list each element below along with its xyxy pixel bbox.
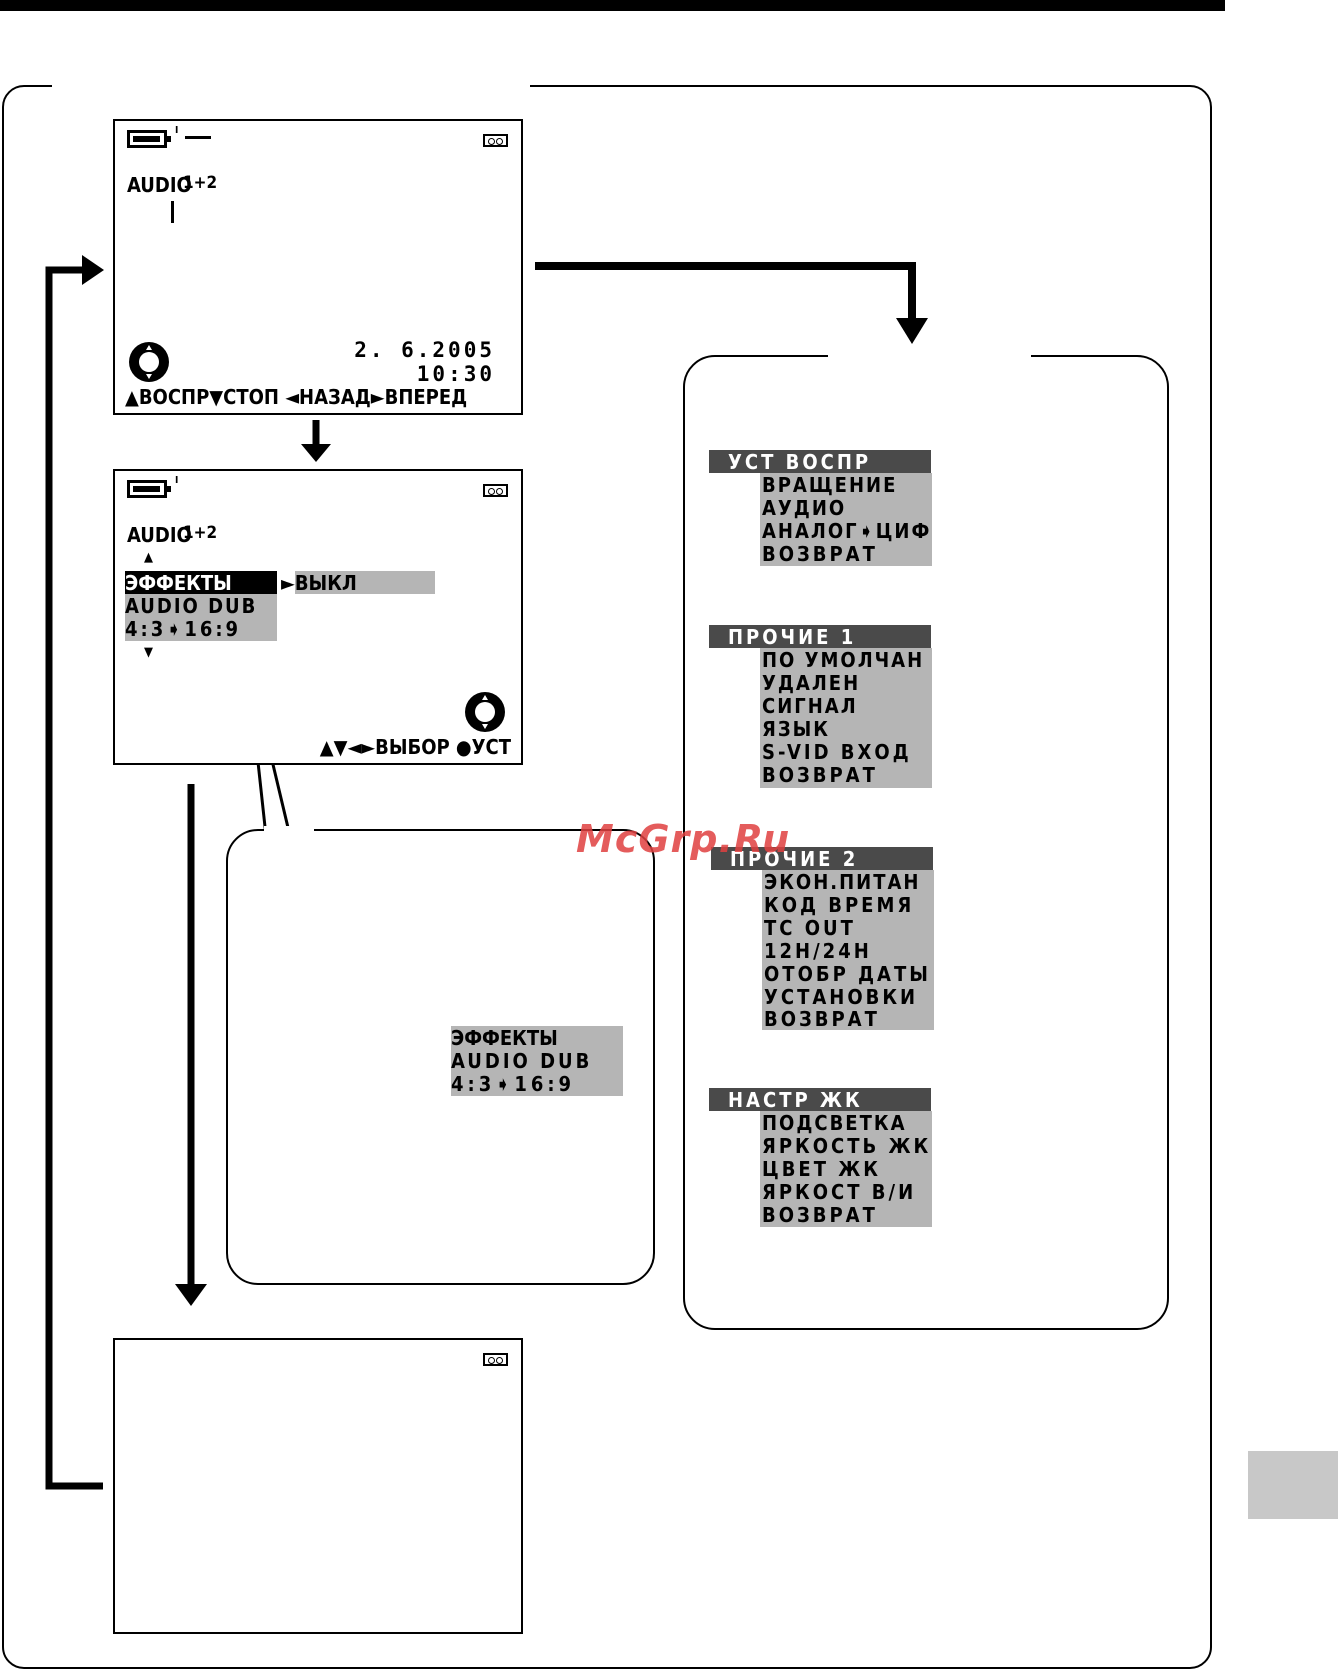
menu-item: УДАЛЕН xyxy=(762,671,861,695)
side-tab xyxy=(1248,1451,1338,1519)
menu-item: АНАЛОГ➧ЦИФ xyxy=(762,519,932,543)
menu-item: ВОЗВРАТ xyxy=(762,763,878,787)
menu-item: ЯРКОСТЬ ЖК xyxy=(762,1134,932,1158)
menu-controls: ▲▼◄►ВЫБОР ●УСТ xyxy=(319,735,511,759)
joystick-icon xyxy=(129,342,169,382)
screen-blank xyxy=(113,1338,523,1634)
menu-block-playback xyxy=(760,473,932,566)
callout-gap xyxy=(264,826,314,834)
menu-item: ПОДСВЕТКА xyxy=(762,1111,907,1135)
joystick-icon xyxy=(465,692,505,732)
menu-item-audio-dub[interactable]: AUDIO DUB xyxy=(125,594,277,617)
audio-mode: 1+2 xyxy=(183,523,218,543)
audio-label: AUDIO xyxy=(127,173,192,197)
callout-item-effects: ЭФФЕКТЫ xyxy=(451,1026,623,1049)
audio-label: AUDIO xyxy=(127,523,192,547)
loop-arrow xyxy=(45,266,103,1490)
top-rule xyxy=(0,0,1225,11)
menus-panel-gap xyxy=(828,350,1031,360)
loop-arrow-head xyxy=(82,255,104,285)
menu-title-other1: ПРОЧИЕ 1 xyxy=(709,625,931,648)
menu-item: ПО УМОЛЧАН xyxy=(762,648,925,672)
down-arrow-2 xyxy=(175,784,207,1306)
frame-title-gap xyxy=(52,80,530,90)
menu-title-playback: УСТ ВОСПР xyxy=(709,450,931,473)
menu-item: ЦВЕТ ЖК xyxy=(762,1157,881,1181)
playback-controls: ▲ВОСПР▼СТОП ◄НАЗАД►ВПЕРЕД xyxy=(125,385,468,409)
battery-level-mark: I xyxy=(175,475,179,486)
effects-value[interactable]: ►ВЫКЛ xyxy=(281,571,435,594)
cassette-icon xyxy=(483,134,508,147)
menu-block-other1 xyxy=(760,648,932,788)
menu-item: СИГНАЛ xyxy=(762,694,858,718)
audio-mode: 1+2 xyxy=(183,173,218,193)
menu-title-lcd: НАСТР ЖК xyxy=(709,1088,931,1111)
screen-menu: I AUDIO 1+2 ▲ ЭФФЕКТЫ AUDIO DUB 4:3➧16:9… xyxy=(113,469,523,765)
menu-item: ЯЗЫК xyxy=(762,717,830,741)
menu-item: S-VID ВХОД xyxy=(762,740,912,764)
outer-frame xyxy=(2,85,1212,1669)
screen-playback: I AUDIO 1+2 2. 6.2005 10:30 ▲ВОСПР▼СТОП … xyxy=(113,119,523,415)
callout-item-aspect: 4:3➧16:9 xyxy=(451,1072,623,1096)
menu-item-effects[interactable]: ЭФФЕКТЫ xyxy=(125,571,277,594)
menu-item: 12H/24H xyxy=(764,939,872,963)
down-arrow-1 xyxy=(301,420,331,462)
menu-item: ВОЗВРАТ xyxy=(762,1203,878,1227)
cursor-bar xyxy=(171,201,174,223)
battery-icon xyxy=(127,130,171,148)
date-display: 2. 6.2005 xyxy=(354,338,495,362)
menu-item: TC OUT xyxy=(764,916,856,940)
menu-item: КОД ВРЕМЯ xyxy=(764,893,915,917)
menu-item: ВОЗВРАТ xyxy=(762,542,878,566)
battery-bar xyxy=(185,136,211,139)
battery-level-mark: I xyxy=(175,125,179,136)
cassette-icon xyxy=(483,484,508,497)
menu-title-other2: ПРОЧИЕ 2 xyxy=(711,847,933,870)
menu-item: ВРАЩЕНИЕ xyxy=(762,473,898,497)
menu-up-arrow[interactable]: ▲ xyxy=(144,550,153,565)
time-display: 10:30 xyxy=(416,362,495,386)
menu-item-aspect[interactable]: 4:3➧16:9 xyxy=(125,617,277,641)
menu-block-lcd xyxy=(760,1111,932,1227)
menu-item: ЭКОН.ПИТАН xyxy=(764,870,921,894)
menu-item: ОТОБР ДАТЫ xyxy=(764,962,931,986)
battery-icon xyxy=(127,480,171,498)
cassette-icon xyxy=(483,1353,508,1366)
watermark: McGrp.Ru xyxy=(576,817,791,861)
right-down-arrow xyxy=(535,262,928,344)
menu-item: УСТАНОВКИ xyxy=(764,985,919,1009)
menu-block-other2 xyxy=(762,870,934,1030)
callout-item-audio-dub: AUDIO DUB xyxy=(451,1049,623,1072)
menu-item: ВОЗВРАТ xyxy=(764,1007,880,1031)
menu-item: ЯРКОСТ В/И xyxy=(762,1180,917,1204)
menu-down-arrow[interactable]: ▼ xyxy=(144,645,153,660)
menu-item: АУДИО xyxy=(762,496,847,520)
